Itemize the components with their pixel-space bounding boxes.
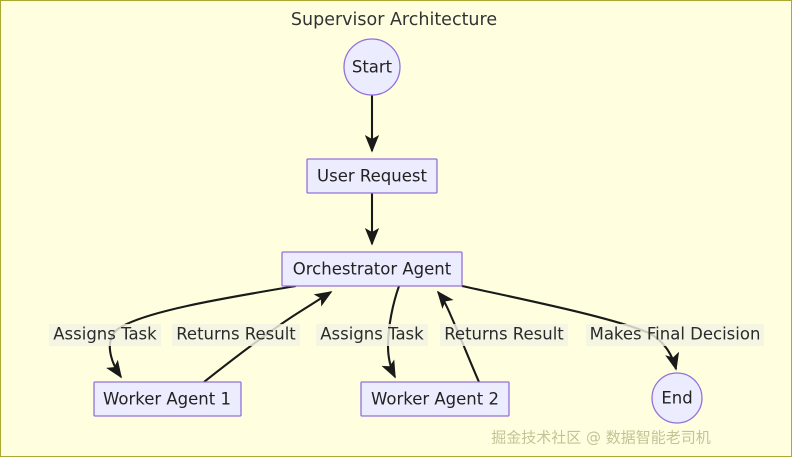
node-end[interactable]: End bbox=[651, 372, 703, 424]
node-worker-agent-1-shape[interactable] bbox=[93, 381, 242, 417]
node-start-shape[interactable] bbox=[343, 38, 401, 96]
edge-label-bg bbox=[172, 324, 300, 346]
edge-label-assigns-task-1: Assigns Task bbox=[53, 325, 157, 344]
node-worker-agent-2-label: Worker Agent 2 bbox=[371, 390, 499, 409]
edge-label-returns-result-2: Returns Result bbox=[444, 325, 564, 344]
node-end-label: End bbox=[661, 389, 692, 408]
node-orchestrator-agent[interactable]: Orchestrator Agent bbox=[281, 251, 463, 287]
node-user-request[interactable]: User Request bbox=[306, 158, 438, 194]
node-orchestrator-agent-shape[interactable] bbox=[281, 251, 463, 287]
edge-label-bg bbox=[316, 324, 428, 346]
edge-orchestrator-to-worker1 bbox=[106, 284, 297, 379]
edge-label-makes-final-decision: Makes Final Decision bbox=[590, 325, 761, 344]
watermark: 掘金技术社区 @ 数据智能老司机 bbox=[491, 429, 711, 447]
node-worker-agent-2[interactable]: Worker Agent 2 bbox=[360, 381, 510, 417]
node-start[interactable]: Start bbox=[343, 38, 401, 96]
node-start-label: Start bbox=[352, 58, 393, 77]
diagram-title: Supervisor Architecture bbox=[291, 10, 497, 30]
edge-worker2-to-orchestrator bbox=[436, 290, 480, 383]
edge-label-returns-result-1: Returns Result bbox=[176, 325, 296, 344]
node-worker-agent-2-shape[interactable] bbox=[360, 381, 510, 417]
edge-label-assigns-task-2: Assigns Task bbox=[320, 325, 424, 344]
node-worker-agent-1-label: Worker Agent 1 bbox=[103, 390, 231, 409]
edge-worker1-to-orchestrator bbox=[203, 291, 333, 383]
node-orchestrator-agent-label: Orchestrator Agent bbox=[293, 260, 452, 279]
edge-label-bg bbox=[49, 324, 161, 346]
edge-label-layer: Assigns Task Returns Result Assigns Task… bbox=[49, 324, 764, 346]
node-end-shape[interactable] bbox=[651, 372, 703, 424]
node-user-request-label: User Request bbox=[317, 167, 427, 186]
edge-label-bg bbox=[586, 324, 764, 346]
edge-label-bg bbox=[440, 324, 568, 346]
node-user-request-shape[interactable] bbox=[306, 158, 438, 194]
node-worker-agent-1[interactable]: Worker Agent 1 bbox=[93, 381, 242, 417]
